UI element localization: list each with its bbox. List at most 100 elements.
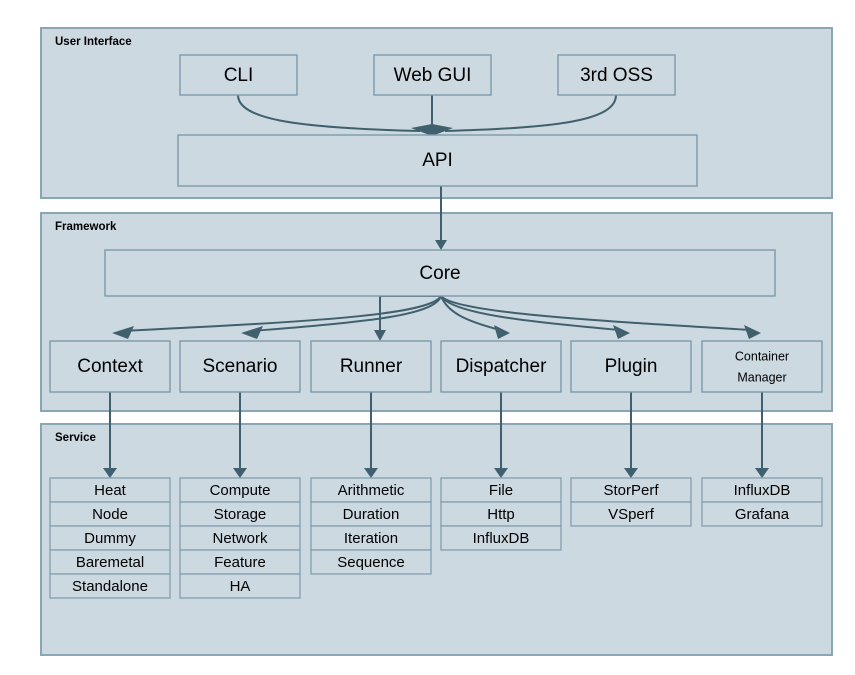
stack-cell[interactable]: Http [440, 501, 562, 527]
stack-dispatcher-services: File Http InfluxDB [440, 477, 562, 551]
node-api[interactable]: API [177, 134, 698, 187]
node-web-gui-box[interactable] [373, 54, 492, 96]
stack-cell[interactable]: Dummy [49, 525, 171, 551]
node-dispatcher[interactable]: Dispatcher [440, 340, 562, 393]
stack-cell[interactable]: Network [179, 525, 301, 551]
node-api-label: API [422, 150, 453, 171]
edge-core-to-context [121, 295, 442, 332]
stack-cell[interactable]: Standalone [49, 573, 171, 599]
stack-cell-box[interactable] [570, 501, 692, 527]
stack-cell-box[interactable] [49, 477, 171, 503]
edge-core-to-plugin [440, 295, 621, 331]
edge-head-scenario-services [233, 468, 247, 478]
stack-cell[interactable]: Arithmetic [310, 477, 432, 503]
stack-cell-box[interactable] [310, 525, 432, 551]
stack-cell[interactable]: Baremetal [49, 549, 171, 575]
node-context-box[interactable] [49, 340, 171, 393]
node-scenario[interactable]: Scenario [179, 340, 301, 393]
edges-api-to-core [435, 186, 447, 250]
node-api-box[interactable] [177, 134, 698, 187]
edge-head-context-services [103, 468, 117, 478]
stack-cell-box[interactable] [310, 477, 432, 503]
edge-head-dispatcher-services [494, 468, 508, 478]
stack-cell[interactable]: Storage [179, 501, 301, 527]
stack-cell-label: StorPerf [603, 482, 659, 499]
stack-cell-label: InfluxDB [734, 482, 791, 499]
group-service [40, 423, 833, 656]
node-scenario-box[interactable] [179, 340, 301, 393]
node-plugin[interactable]: Plugin [570, 340, 692, 393]
stack-cell-box[interactable] [49, 573, 171, 599]
stack-cell[interactable]: Compute [179, 477, 301, 503]
node-context[interactable]: Context [49, 340, 171, 393]
edge-head-runner [374, 330, 386, 341]
stack-cell-label: Feature [214, 554, 266, 571]
edges-modules-to-services [103, 392, 769, 478]
stack-cell[interactable]: HA [179, 573, 301, 599]
edge-head-core [435, 240, 447, 250]
node-web-gui[interactable]: Web GUI [373, 54, 492, 96]
stack-cell[interactable]: Sequence [310, 549, 432, 575]
group-label-user-interface: User Interface [55, 36, 132, 48]
stack-cell-box[interactable] [49, 549, 171, 575]
stack-container-manager-services: InfluxDB Grafana [701, 477, 823, 527]
node-core[interactable]: Core [104, 249, 776, 297]
stack-cell[interactable]: File [440, 477, 562, 503]
group-label-service: Service [55, 432, 96, 444]
stack-cell[interactable]: InfluxDB [440, 525, 562, 551]
stack-cell-box[interactable] [440, 525, 562, 551]
node-container-manager[interactable]: Container Manager [701, 340, 823, 393]
stack-cell-label: Http [487, 506, 515, 523]
stack-cell-box[interactable] [570, 477, 692, 503]
node-container-manager-box[interactable] [701, 340, 823, 393]
stack-cell-box[interactable] [179, 501, 301, 527]
node-runner-box[interactable] [310, 340, 432, 393]
stack-cell-box[interactable] [701, 501, 823, 527]
stack-cell-box[interactable] [310, 549, 432, 575]
edge-head-container-manager [744, 325, 761, 339]
stack-cell-box[interactable] [440, 477, 562, 503]
stack-cell-box[interactable] [310, 501, 432, 527]
stack-cell[interactable]: Duration [310, 501, 432, 527]
stack-cell-label: Iteration [344, 530, 398, 547]
node-plugin-label: Plugin [605, 356, 658, 377]
node-dispatcher-box[interactable] [440, 340, 562, 393]
node-cli-box[interactable] [179, 54, 298, 96]
stack-cell-label: InfluxDB [473, 530, 530, 547]
stack-cell[interactable]: VSperf [570, 501, 692, 527]
stack-cell[interactable]: Iteration [310, 525, 432, 551]
stack-cell-box[interactable] [440, 501, 562, 527]
stack-cell[interactable]: Node [49, 501, 171, 527]
node-container-manager-label-line2: Manager [737, 370, 786, 384]
edge-third-oss-to-api [444, 94, 617, 132]
stack-cell-label: Standalone [72, 578, 148, 595]
edge-head-scenario [241, 326, 263, 339]
stack-cell-box[interactable] [179, 549, 301, 575]
node-third-oss[interactable]: 3rd OSS [557, 54, 676, 96]
stack-cell-label: Storage [214, 506, 267, 523]
node-plugin-box[interactable] [570, 340, 692, 393]
stack-cell-box[interactable] [179, 477, 301, 503]
edge-head-plugin-services [624, 468, 638, 478]
node-runner[interactable]: Runner [310, 340, 432, 393]
node-web-gui-label: Web GUI [394, 65, 472, 86]
stack-cell-box[interactable] [179, 525, 301, 551]
stack-cell-box[interactable] [179, 573, 301, 599]
stack-cell-label: Node [92, 506, 128, 523]
stack-cell-label: Duration [343, 506, 400, 523]
node-third-oss-box[interactable] [557, 54, 676, 96]
stack-cell[interactable]: InfluxDB [701, 477, 823, 503]
stack-cell-box[interactable] [49, 501, 171, 527]
edge-core-to-container-manager [440, 295, 752, 331]
node-cli[interactable]: CLI [179, 54, 298, 96]
stack-cell[interactable]: Heat [49, 477, 171, 503]
node-core-box[interactable] [104, 249, 776, 297]
stack-cell-label: Grafana [735, 506, 790, 523]
stack-cell[interactable]: Feature [179, 549, 301, 575]
stack-context-services: Heat Node Dummy Baremetal Standalone [49, 477, 171, 599]
stack-cell[interactable]: StorPerf [570, 477, 692, 503]
stack-cell[interactable]: Grafana [701, 501, 823, 527]
group-framework [40, 212, 833, 412]
